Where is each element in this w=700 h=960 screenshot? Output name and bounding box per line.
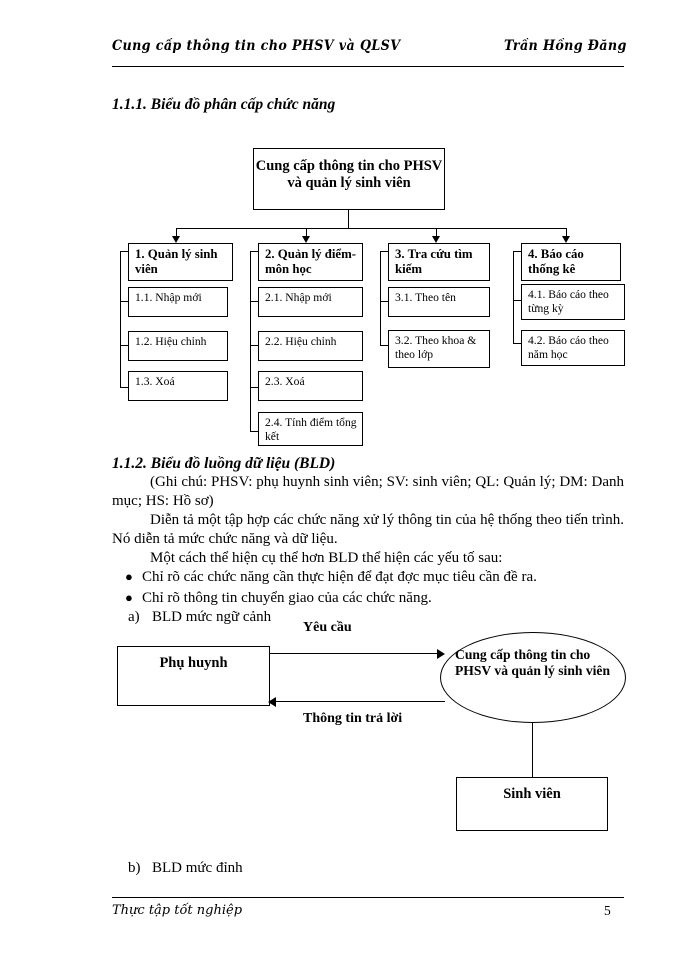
fdd-arrow-1	[172, 236, 180, 243]
fdd-tick-1-3	[120, 387, 128, 389]
paragraph-note: (Ghi chú: PHSV: phụ huynh sinh viên; SV:…	[112, 474, 624, 509]
fdd-leaf-1-3: 1.3. Xoá	[128, 371, 229, 402]
dfd-flow-label-request: Yêu cầu	[303, 620, 352, 635]
fdd-spine-3	[380, 251, 382, 345]
bullet-dot-icon: ●	[125, 590, 133, 605]
fdd-tick-2-1	[250, 301, 258, 303]
fdd-drop-4	[566, 228, 568, 238]
footer-title: Thực tập tốt nghiệp	[112, 903, 243, 918]
fdd-tick-4-1	[513, 300, 521, 302]
dfd-flow-response-arrow	[268, 697, 276, 707]
fdd-leaf-3-1: 3.1. Theo tên	[388, 287, 491, 318]
fdd-arrow-2	[302, 236, 310, 243]
item-a-label: BLD mức ngữ cảnh	[152, 609, 272, 625]
dfd-flow-response-line	[270, 701, 445, 703]
fdd-tick-2-2	[250, 345, 258, 347]
fdd-bus	[176, 228, 566, 230]
fdd-spine-1	[120, 251, 122, 387]
fdd-leaf-3-2: 3.2. Theo khoa & theo lớp	[388, 330, 491, 369]
dfd-external-entity-parent: Phụ huynh	[117, 646, 272, 708]
fdd-tick-2-4	[250, 431, 258, 433]
heading-1-1-2: 1.1.2. Biểu đồ luồng dữ liệu (BLD)	[112, 455, 336, 472]
fdd-node-branch-3: 3. Tra cứu tìm kiếm	[388, 243, 491, 282]
fdd-leaf-1-1: 1.1. Nhập mới	[128, 287, 229, 318]
fdd-drop-2	[306, 228, 308, 238]
fdd-leaf-2-4: 2.4. Tính điểm tổng kết	[258, 412, 364, 447]
fdd-leaf-2-2: 2.2. Hiệu chỉnh	[258, 331, 364, 362]
running-header: Cung cấp thông tin cho PHSV và QLSV Trần…	[112, 38, 627, 60]
bullet-list: ● Chỉ rõ các chức năng cần thực hiện để …	[112, 567, 624, 609]
paragraph-1: Diễn tả một tập hợp các chức năng xử lý …	[112, 512, 624, 547]
fdd-tick-1-2	[120, 345, 128, 347]
fdd-arrow-3	[432, 236, 440, 243]
dfd-flow-request-arrow	[437, 649, 445, 659]
fdd-tick-4-2	[513, 343, 521, 345]
fdd-tick-2-3	[250, 387, 258, 389]
header-title-left: Cung cấp thông tin cho PHSV và QLSV	[112, 38, 401, 54]
fdd-node-branch-4: 4. Báo cáo thống kê	[521, 243, 622, 282]
fdd-spine-2	[250, 251, 252, 431]
fdd-root-stem	[348, 210, 350, 229]
fdd-node-root: Cung cấp thông tin cho PHSV và quản lý s…	[253, 148, 446, 211]
fdd-arrow-4	[562, 236, 570, 243]
fdd-spine-3-top	[380, 251, 388, 253]
header-rule	[112, 66, 624, 67]
fdd-leaf-4-2: 4.2. Báo cáo theo năm học	[521, 330, 626, 367]
dfd-flow-request-line	[270, 653, 440, 655]
dfd-flow-student-line	[532, 723, 534, 785]
bullet-dot-icon: ●	[125, 569, 133, 584]
header-author-right: Trần Hồng Đăng	[504, 38, 627, 54]
paragraph-2: Một cách thể hiện cụ thể hơn BLD thể hiệ…	[150, 550, 503, 566]
fdd-leaf-1-2: 1.2. Hiệu chỉnh	[128, 331, 229, 362]
dfd-process-ellipse: Cung cấp thông tin cho PHSV và quản lý s…	[440, 632, 626, 723]
fdd-tick-1-1	[120, 301, 128, 303]
fdd-leaf-2-3: 2.3. Xoá	[258, 371, 364, 402]
fdd-drop-1	[176, 228, 178, 238]
list-item: ● Chỉ rõ thông tin chuyển giao của các c…	[112, 588, 624, 609]
fdd-spine-1-top	[120, 251, 128, 253]
heading-1-1-1: 1.1.1. Biểu đồ phân cấp chức năng	[112, 96, 336, 113]
dfd-external-entity-student: Sinh viên	[456, 777, 610, 833]
item-a: a) BLD mức ngữ cảnh	[128, 609, 271, 626]
functional-decomposition-diagram: Cung cấp thông tin cho PHSV và quản lý s…	[0, 0, 700, 470]
list-item-label: Chỉ rõ thông tin chuyển giao của các chứ…	[142, 590, 432, 606]
footer-rule	[112, 897, 624, 898]
item-b-letter: b)	[128, 860, 141, 876]
fdd-spine-4	[513, 251, 515, 343]
list-item: ● Chỉ rõ các chức năng cần thực hiện để …	[112, 567, 624, 588]
fdd-spine-2-top	[250, 251, 258, 253]
dfd-flow-label-response: Thông tin trả lời	[303, 711, 403, 726]
fdd-leaf-2-1: 2.1. Nhập mới	[258, 287, 364, 318]
fdd-tick-3-1	[380, 301, 388, 303]
list-item-label: Chỉ rõ các chức năng cần thực hiện để đạ…	[142, 569, 537, 585]
page-number: 5	[604, 903, 611, 918]
item-a-letter: a)	[128, 609, 140, 625]
item-b-label: BLD mức đỉnh	[152, 860, 243, 876]
item-b: b) BLD mức đỉnh	[128, 860, 243, 877]
fdd-drop-3	[436, 228, 438, 238]
fdd-leaf-4-1: 4.1. Báo cáo theo từng kỳ	[521, 284, 626, 321]
fdd-spine-4-top	[513, 251, 521, 253]
fdd-node-branch-2: 2. Quản lý điểm- môn học	[258, 243, 364, 282]
fdd-tick-3-2	[380, 345, 388, 347]
fdd-node-branch-1: 1. Quản lý sinh viên	[128, 243, 234, 282]
context-data-flow-diagram: Yêu cầu Phụ huynh Thông tin trả lời Cung…	[0, 600, 700, 850]
